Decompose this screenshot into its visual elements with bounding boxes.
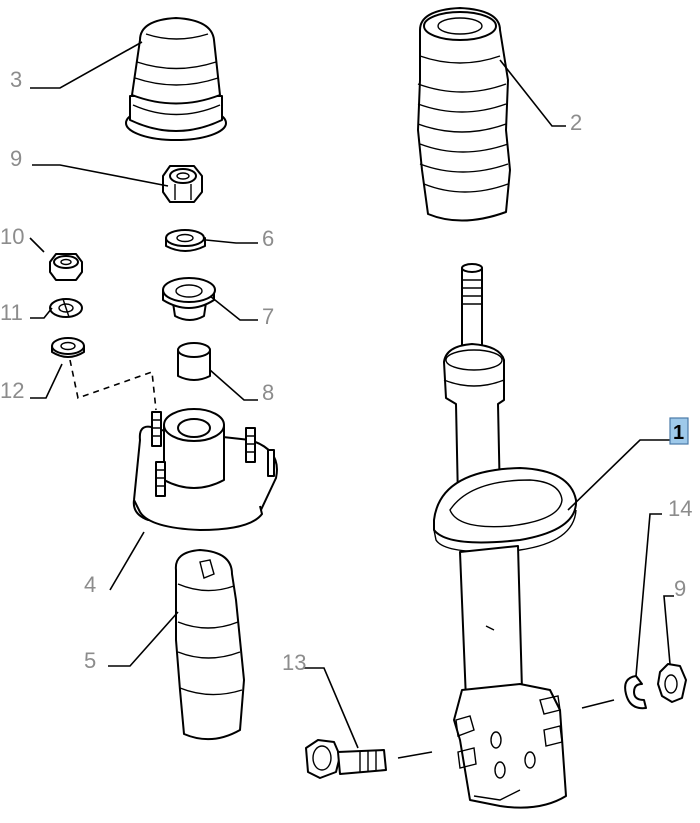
part-10-nut[interactable] [49, 253, 83, 281]
callout-8: 8 [262, 380, 274, 405]
callout-1-highlight[interactable]: 1 [669, 417, 689, 445]
part-7-cup[interactable] [162, 277, 216, 321]
callout-4: 4 [84, 572, 96, 597]
callout-6: 6 [262, 226, 274, 251]
part-4-top-mount[interactable] [132, 408, 278, 531]
callout-2: 2 [570, 110, 582, 135]
callout-9-right: 9 [674, 576, 686, 601]
part-2-boot[interactable] [417, 7, 511, 222]
clip-axis-line [581, 699, 615, 709]
callout-13: 13 [282, 650, 306, 675]
part-6-washer[interactable] [165, 229, 206, 252]
part-9-nut[interactable] [162, 165, 203, 203]
callout-9: 9 [10, 146, 22, 171]
part-5-bump-stop[interactable] [174, 549, 245, 741]
assembly-path-line [69, 359, 157, 411]
callout-3: 3 [10, 67, 22, 92]
part-14-clip[interactable] [624, 675, 647, 710]
part-9-nut-right[interactable] [657, 663, 687, 703]
callout-7: 7 [262, 304, 274, 329]
part-1-strut[interactable] [433, 263, 578, 809]
callout-10: 10 [0, 224, 24, 249]
part-11-split-washer[interactable] [49, 298, 83, 318]
leader-lines [29, 41, 674, 749]
callout-1: 1 [673, 422, 684, 444]
callout-11: 11 [0, 300, 23, 325]
part-8-sleeve[interactable] [177, 342, 211, 381]
part-12-washer[interactable] [51, 337, 85, 358]
callout-14: 14 [668, 496, 692, 521]
callout-5: 5 [84, 648, 96, 673]
part-13-bolt[interactable] [305, 739, 387, 779]
part-3-dust-cap[interactable] [125, 17, 227, 141]
callout-12: 12 [0, 378, 24, 403]
bolt-axis-line [397, 751, 433, 759]
callout-1-box [669, 417, 689, 445]
